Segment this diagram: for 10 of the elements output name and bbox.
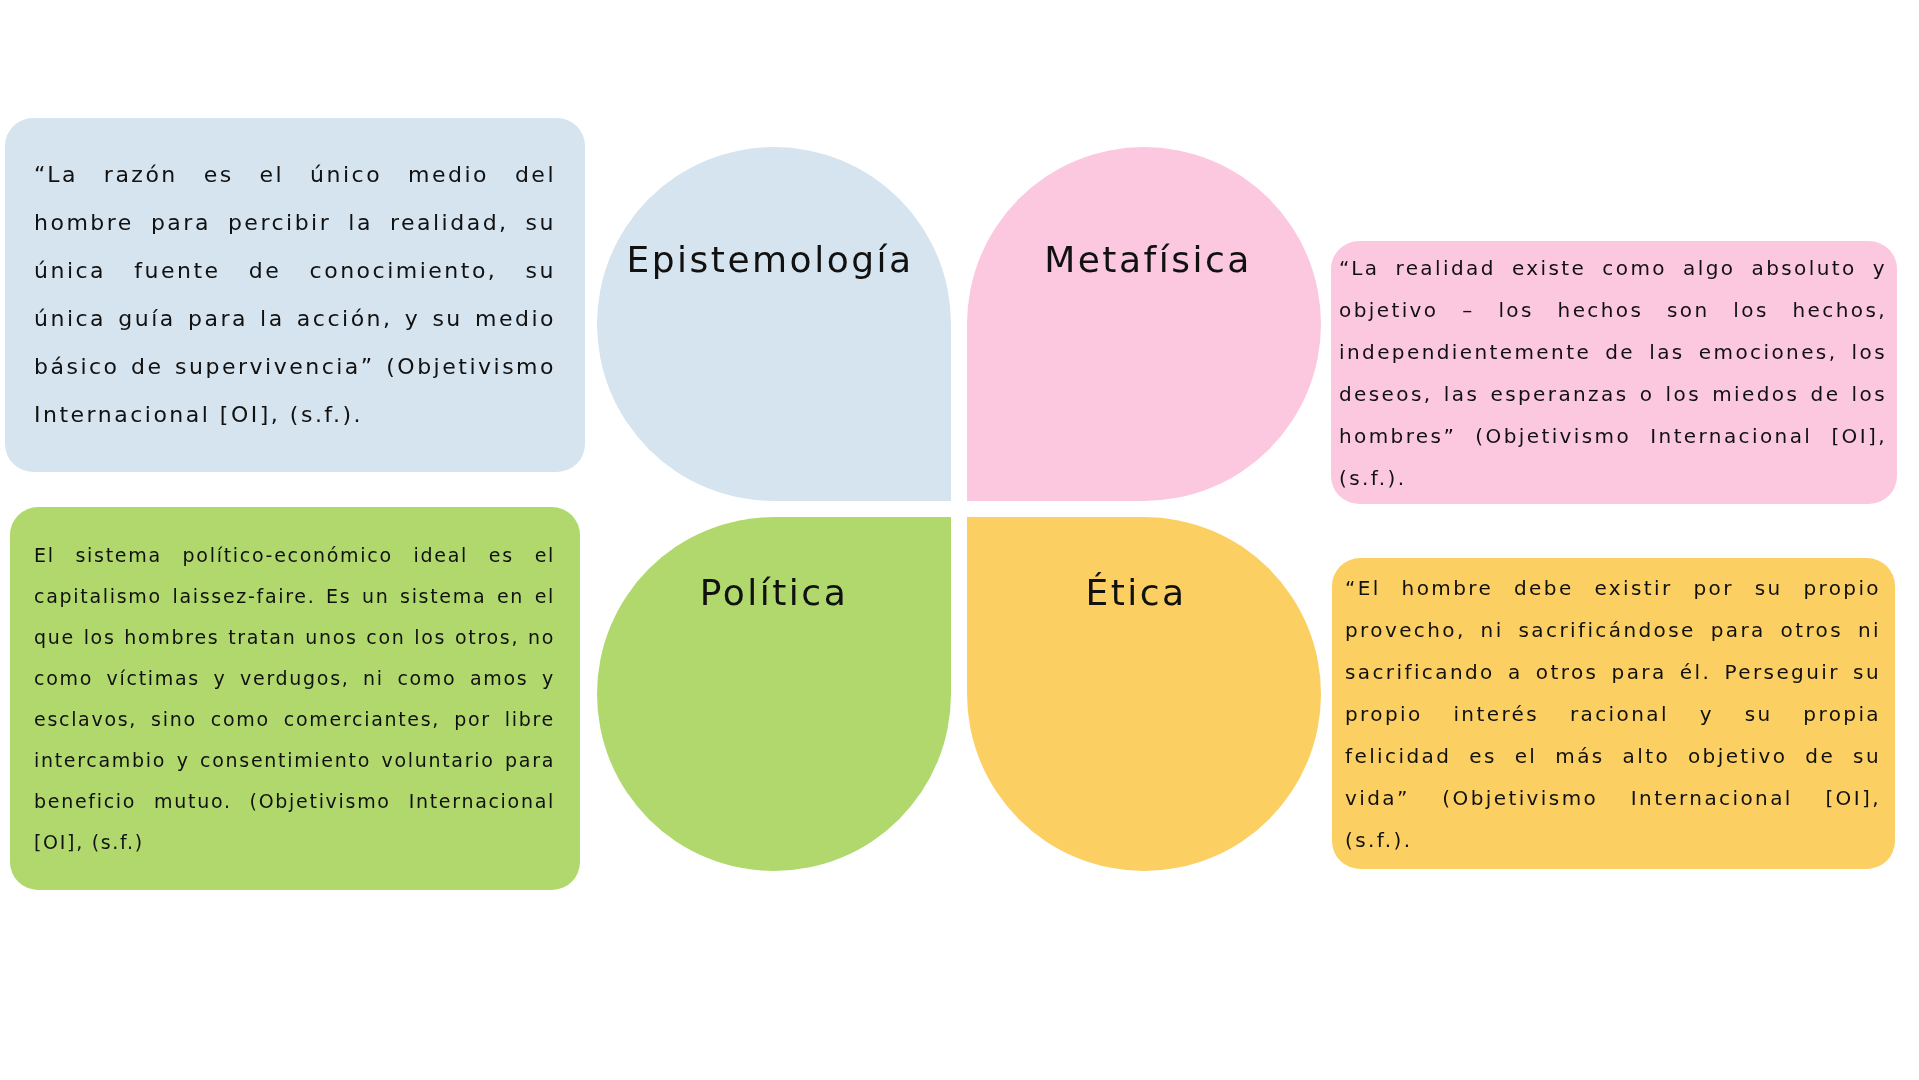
quote-text: El sistema político-económico ideal es el capitalismo laissez-faire. Es un sistema en el que los hombres tratan unos con los otros, no como víctimas y verdugos, ni como amos y esclavos, sino como comerciantes, por libre intercambio y consentimiento voluntario para beneficio mutuo. (Objetivismo Internacional [OI], (s.f.) [34,542,555,855]
petal-title: Ética [1085,571,1187,615]
quote-text: “La razón es el único medio del hombre para percibir la realidad, su única fuente de conocimiento, su única guía para la acción, y su medio básico de supervivencia” (Objetivismo Internacional [OI], (s.f.). [34,161,556,429]
quote-text: “El hombre debe existir por su propio provecho, ni sacrificándose para otros ni sacrificando a otros para él. Perseguir su propio interés racional y su propia felicidad es el más alto objetivo de su vida” (Objetivismo Internacional [OI], (s.f.). [1345,574,1881,854]
petal-title: Metafísica [1044,238,1252,282]
quote-card [5,118,585,472]
quote-text: “La realidad existe como algo absoluto y objetivo – los hechos son los hechos, independientemente de las emociones, los deseos, las esperanzas o los miedos de los hombres” (Objetivismo Internacional [OI], (s.f.). [1339,254,1887,492]
petal-title: Política [699,571,849,615]
petal-title: Epistemología [626,238,914,282]
quote-card [10,507,580,890]
